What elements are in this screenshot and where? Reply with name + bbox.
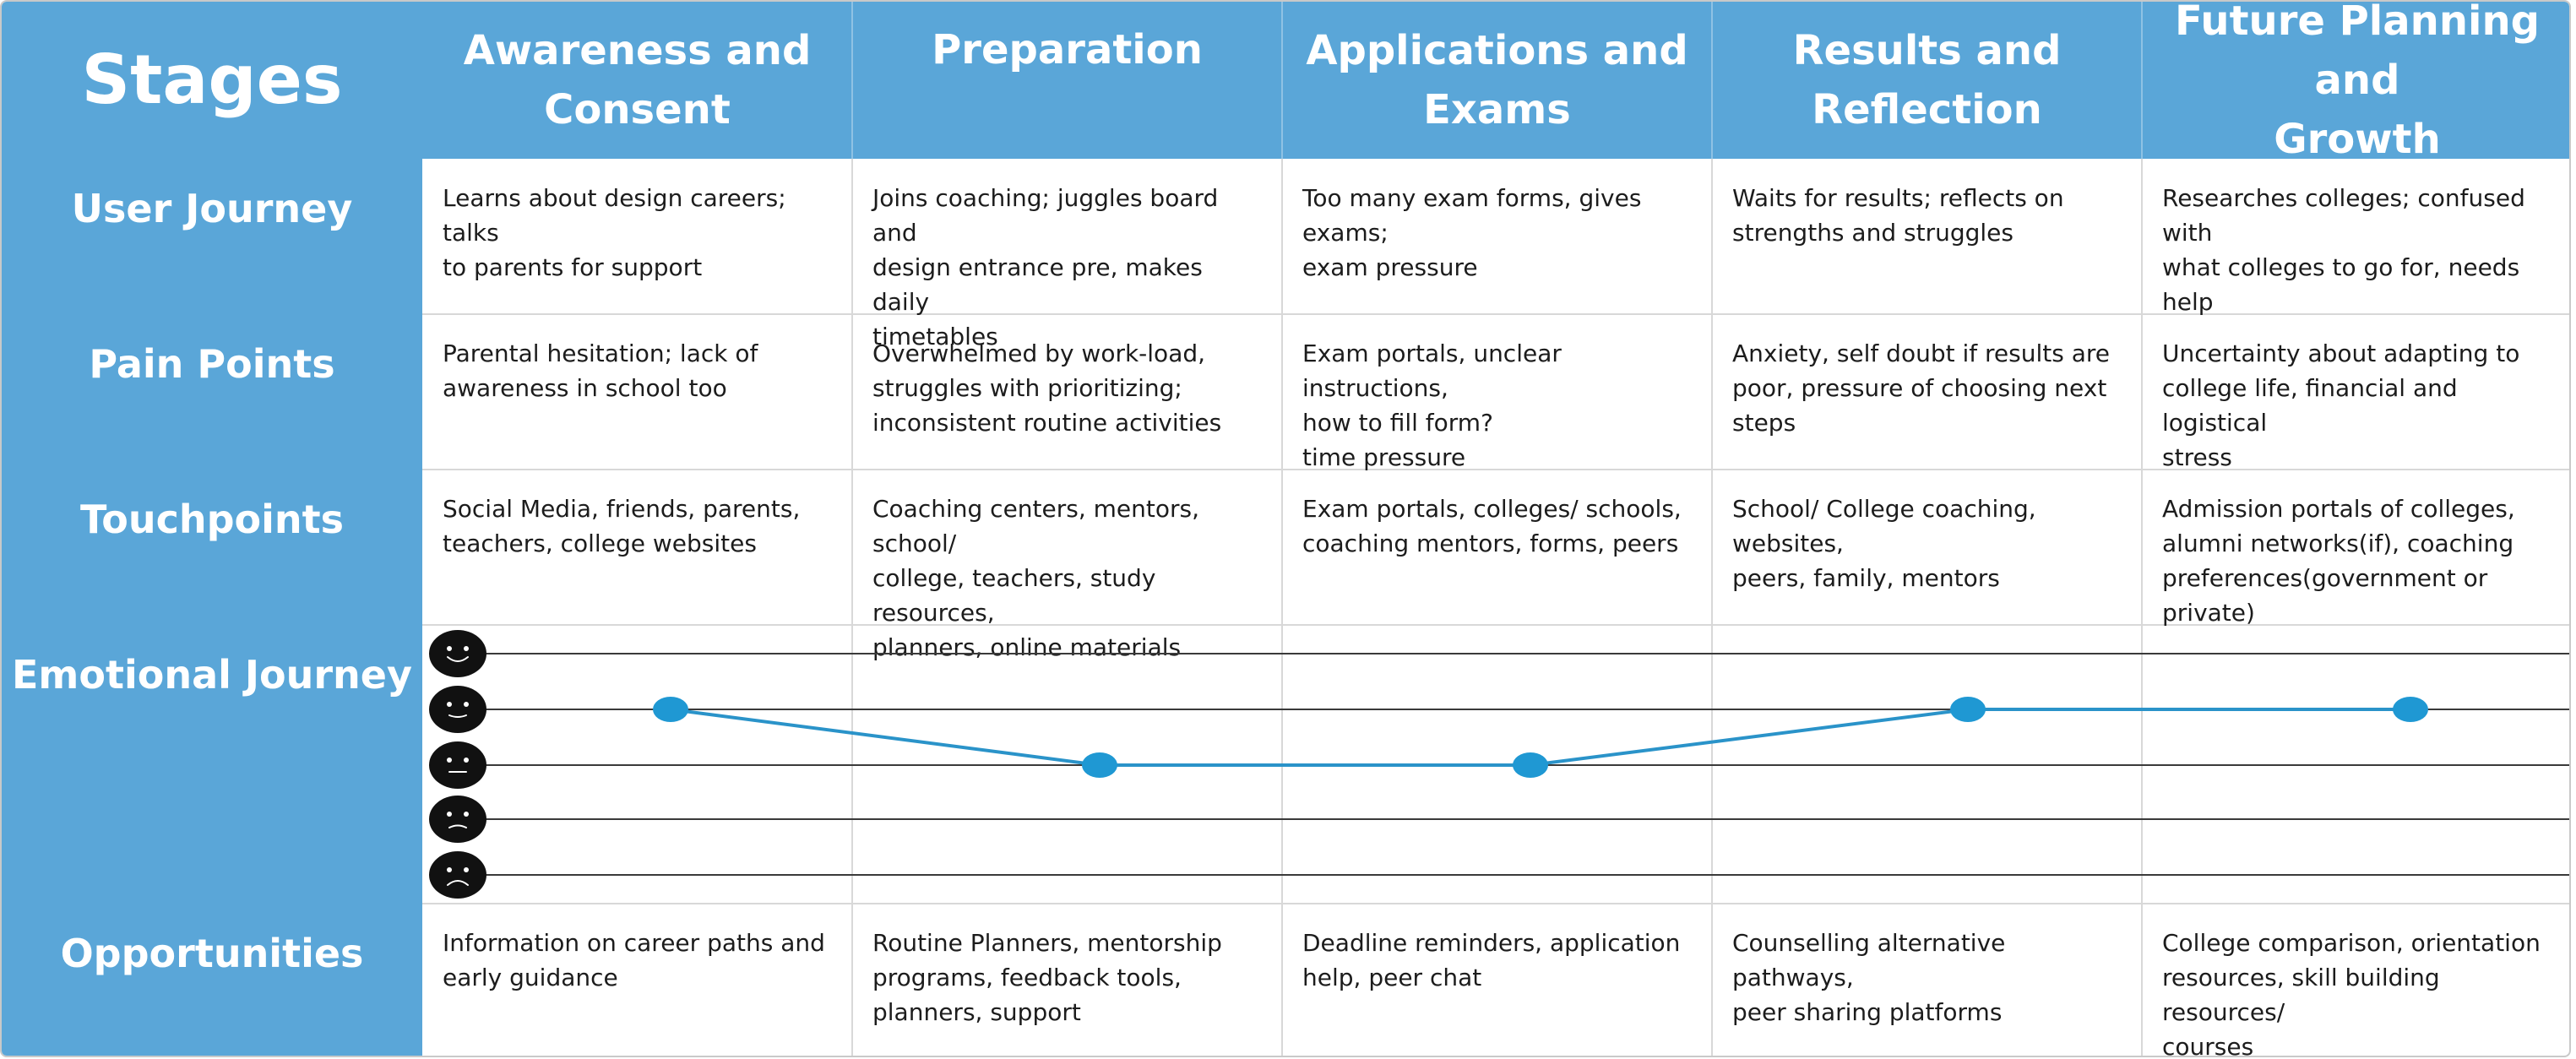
stage-header-1: Awareness and Consent — [422, 2, 852, 159]
row-label-opportunities: Opportunities — [2, 904, 422, 1056]
touchpoints-cell-5: Admission portals of colleges, alumni ne… — [2162, 495, 2515, 627]
pain-points-cell-2: Overwhelmed by work-load, struggles with… — [872, 339, 1222, 437]
pain-points-cell-1: Parental hesitation; lack of awareness i… — [443, 339, 758, 402]
neutral-face-icon — [429, 741, 486, 789]
touchpoints-cell-2: Coaching centers, mentors, school/ colle… — [872, 495, 1200, 661]
stage-header-2: Preparation — [852, 2, 1282, 159]
user-journey-cell-1: Learns about design careers; talks to pa… — [443, 184, 786, 281]
slight-frown-face-icon — [429, 796, 486, 843]
emotion-point-4 — [1950, 697, 1986, 722]
stage-header-4: Results and Reflection — [1712, 2, 2142, 159]
opportunities-cell-5: College comparison, orientation resource… — [2162, 929, 2541, 1057]
user-journey-cell-2: Joins coaching; juggles board and design… — [872, 184, 1219, 350]
user-journey-cell-3: Too many exam forms, gives exams; exam p… — [1302, 184, 1642, 281]
row-label-user-journey: User Journey — [2, 159, 422, 314]
pain-points-cell-4: Anxiety, self doubt if results are poor,… — [1732, 339, 2111, 437]
user-journey-cell-5: Researches colleges; confused with what … — [2162, 184, 2525, 316]
stage-header-3: Applications and Exams — [1282, 2, 1712, 159]
pain-points-cell-5: Uncertainty about adapting to college li… — [2162, 339, 2520, 471]
frown-face-icon — [429, 851, 486, 899]
opportunities-cell-1: Information on career paths and early gu… — [443, 929, 825, 991]
opportunities-cell-3: Deadline reminders, application help, pe… — [1302, 929, 1681, 991]
touchpoints-cell-3: Exam portals, colleges/ schools, coachin… — [1302, 495, 1682, 557]
stages-header: Stages — [2, 2, 422, 159]
row-label-pain-points: Pain Points — [2, 314, 422, 470]
emotion-point-3 — [1513, 752, 1548, 778]
stage-header-5: Future Planning and Growth — [2142, 2, 2569, 163]
emotion-point-1 — [653, 697, 688, 722]
opportunities-cell-2: Routine Planners, mentorship programs, f… — [872, 929, 1222, 1026]
smile-face-icon — [429, 630, 486, 677]
touchpoints-cell-1: Social Media, friends, parents, teachers… — [443, 495, 801, 557]
emotion-point-5 — [2393, 697, 2428, 722]
touchpoints-cell-4: School/ College coaching, websites, peer… — [1732, 495, 2036, 592]
opportunities-cell-4: Counselling alternative pathways, peer s… — [1732, 929, 2006, 1026]
row-label-emotional-journey: Emotional Journey — [2, 625, 422, 904]
pain-points-cell-3: Exam portals, unclear instructions, how … — [1302, 339, 1562, 471]
user-journey-cell-4: Waits for results; reflects on strengths… — [1732, 184, 2064, 247]
row-label-touchpoints: Touchpoints — [2, 470, 422, 625]
emotion-point-2 — [1082, 752, 1117, 778]
slight-smile-face-icon — [429, 686, 486, 733]
